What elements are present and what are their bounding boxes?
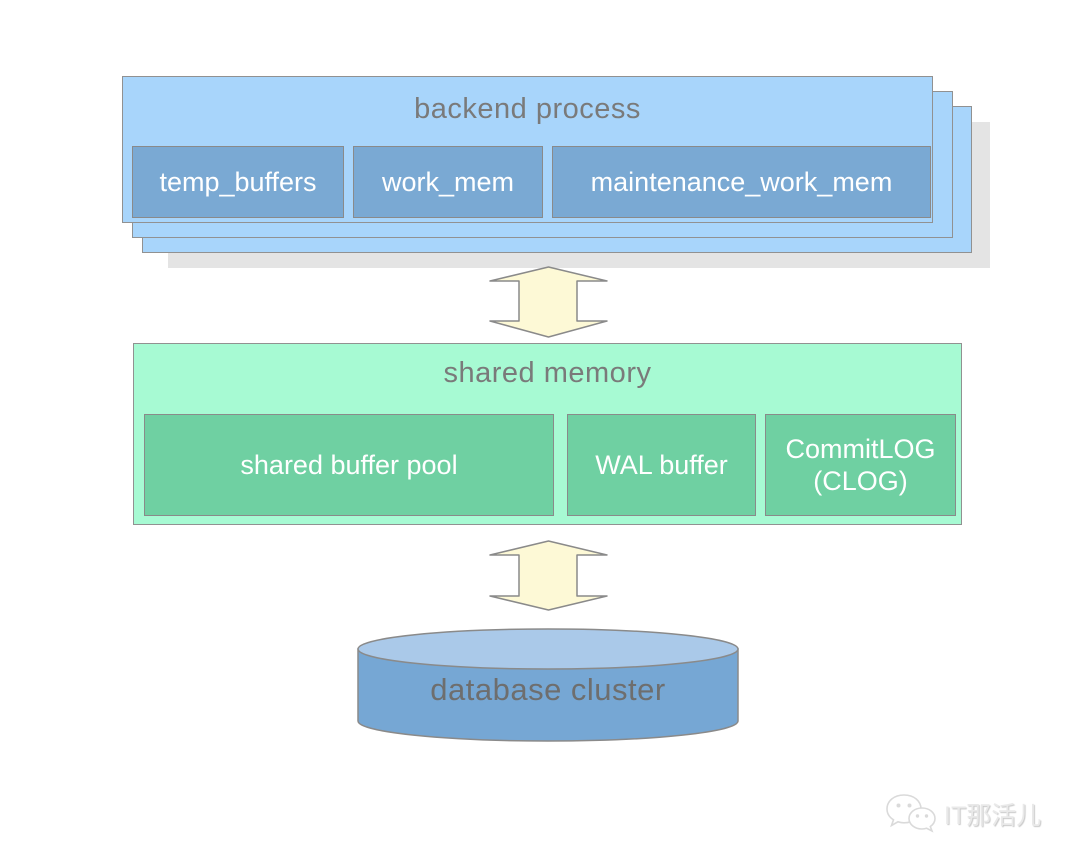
temp-buffers-box: temp_buffers: [132, 146, 344, 218]
database-cluster-cylinder: [357, 628, 739, 742]
wal-buffer-label: WAL buffer: [595, 449, 728, 480]
wechat-icon: [886, 794, 936, 833]
work-mem-label: work_mem: [381, 166, 515, 197]
watermark: IT那活儿: [884, 786, 1074, 842]
shared-memory-box: shared memory shared buffer pool WAL buf…: [133, 343, 962, 525]
temp-buffers-label: temp_buffers: [159, 166, 317, 197]
shared-memory-title: shared memory: [443, 357, 652, 389]
work-mem-box: work_mem: [353, 146, 543, 218]
database-cluster-label: database cluster: [430, 672, 666, 707]
backend-process-box: backend process temp_buffers work_mem ma…: [122, 76, 933, 223]
arrow-backend-shared: [489, 266, 608, 338]
backend-process-title: backend process: [414, 93, 641, 125]
shared-buffer-pool-label: shared buffer pool: [240, 449, 458, 480]
shared-buffer-pool-box: shared buffer pool: [144, 414, 554, 516]
commitlog-box: CommitLOG (CLOG): [765, 414, 956, 516]
watermark-text: IT那活儿: [944, 802, 1042, 830]
maintenance-work-mem-box: maintenance_work_mem: [552, 146, 931, 218]
wal-buffer-box: WAL buffer: [567, 414, 756, 516]
commitlog-label-line2: (CLOG): [813, 466, 908, 496]
arrow-shared-database: [489, 540, 608, 611]
commitlog-label-line1: CommitLOG: [785, 433, 936, 464]
maintenance-work-mem-label: maintenance_work_mem: [590, 166, 893, 197]
